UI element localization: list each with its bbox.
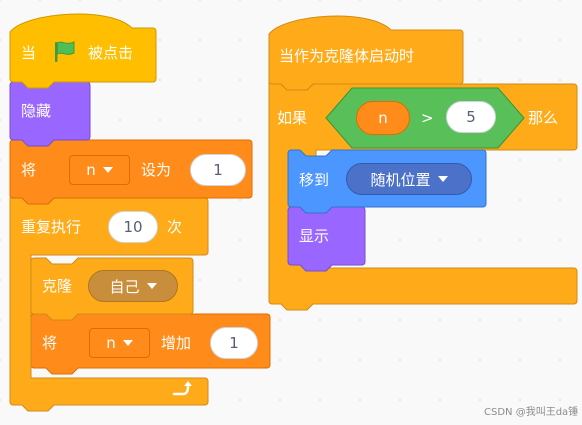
clone-hat-block-shape[interactable] <box>268 15 464 91</box>
goto-label: 移到 <box>299 171 330 189</box>
clone-hat-label: 当作为克隆体启动时 <box>279 47 415 65</box>
set-var-middle: 设为 <box>141 161 172 179</box>
repeat-count-input[interactable]: 10 <box>108 211 158 243</box>
flag-hat-prefix: 当 <box>21 44 37 62</box>
chevron-down-icon <box>102 167 113 173</box>
change-var-value-input[interactable]: 1 <box>210 327 258 359</box>
set-var-dropdown[interactable]: n <box>69 155 130 185</box>
clone-target-value: 自己 <box>109 277 140 296</box>
flag-hat-block-shape[interactable] <box>9 13 157 89</box>
chevron-down-icon <box>146 283 157 289</box>
flag-hat-suffix: 被点击 <box>88 44 134 62</box>
chevron-down-icon <box>437 176 448 182</box>
repeat-prefix: 重复执行 <box>21 218 82 236</box>
condition-value-input[interactable]: 5 <box>446 101 496 133</box>
show-label: 显示 <box>299 227 330 245</box>
green-flag-icon <box>55 41 75 62</box>
condition-variable-reporter[interactable]: n <box>356 101 410 135</box>
if-prefix: 如果 <box>277 109 308 127</box>
if-suffix: 那么 <box>528 109 559 127</box>
set-var-value-input[interactable]: 1 <box>190 154 246 186</box>
goto-target-value: 随机位置 <box>370 170 431 189</box>
condition-operator: > <box>421 109 434 127</box>
set-var-prefix: 将 <box>21 161 37 179</box>
repeat-suffix: 次 <box>167 218 183 236</box>
clone-label: 克隆 <box>42 277 73 295</box>
set-var-variable: n <box>86 161 96 179</box>
change-var-prefix: 将 <box>42 334 58 352</box>
chevron-down-icon <box>122 340 133 346</box>
watermark: CSDN @我叫王da锤 <box>484 407 579 418</box>
change-var-dropdown[interactable]: n <box>89 328 150 358</box>
repeat-block-shape[interactable] <box>9 194 209 412</box>
hide-label: 隐藏 <box>21 102 52 120</box>
clone-target-dropdown[interactable]: 自己 <box>88 270 178 302</box>
change-var-middle: 增加 <box>161 334 192 352</box>
loop-arrow-icon <box>172 381 192 396</box>
change-var-variable: n <box>106 334 116 352</box>
goto-target-dropdown[interactable]: 随机位置 <box>346 163 472 195</box>
